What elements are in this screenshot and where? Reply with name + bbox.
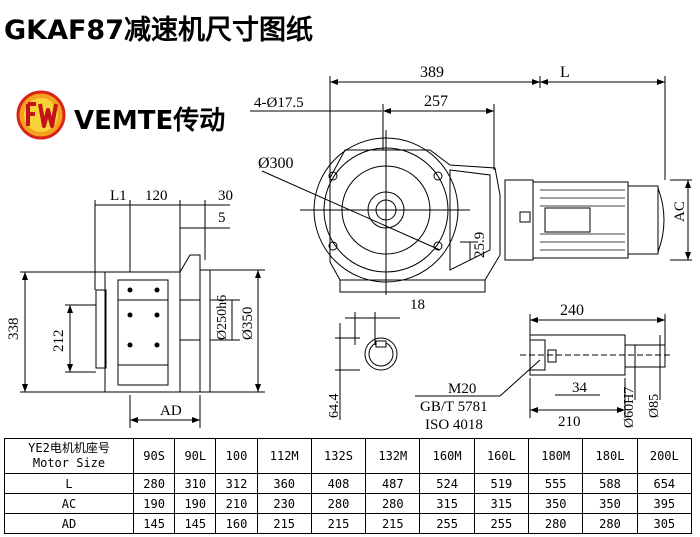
table-cell: 255 (473, 513, 530, 534)
dim-34: 34 (572, 380, 588, 396)
table-cell: 145 (132, 513, 176, 534)
dim-338: 338 (6, 318, 22, 341)
table-header-cell: 100 (215, 438, 258, 474)
table-header-cell: 132S (310, 438, 367, 474)
dim-ac: AC (672, 201, 688, 222)
table-header-cell: 180M (528, 438, 584, 474)
table-cell: 305 (636, 513, 693, 534)
table-cell: 280 (582, 513, 638, 534)
vemte-emblem-icon (16, 90, 66, 140)
table-header-cell: 200L (636, 438, 693, 474)
dim-240: 240 (560, 302, 584, 319)
dim-210: 210 (558, 414, 581, 430)
table-cell: 215 (256, 513, 312, 534)
table-cell: 230 (256, 493, 312, 514)
dim-motor-l: L (560, 64, 570, 81)
dim-389: 389 (420, 64, 444, 81)
dim-350: Ø350 (240, 307, 256, 340)
table-row: L 280 310 312 360 408 487 524 519 555 58… (4, 473, 693, 494)
table-header-cell: 90L (174, 438, 217, 474)
row-label: L (4, 473, 134, 494)
table-cell: 360 (256, 473, 312, 494)
table-header-cell: 112M (256, 438, 312, 474)
table-cell: 160 (215, 513, 258, 534)
table-cell: 487 (365, 473, 421, 494)
table-header-cell: 180L (582, 438, 638, 474)
table-cell: 524 (419, 473, 475, 494)
table-row: AC 190 190 210 230 280 280 315 315 350 3… (4, 493, 693, 514)
table-cell: 280 (132, 473, 176, 494)
row-label: AC (4, 493, 134, 514)
table-cell: 215 (310, 513, 367, 534)
table-cell: 190 (174, 493, 217, 514)
table-cell: 555 (528, 473, 584, 494)
dim-212: 212 (51, 330, 67, 353)
dim-5: 5 (218, 210, 226, 226)
motor-size-table: YE2电机机座号 Motor Size 90S 90L 100 112M 132… (4, 438, 693, 534)
table-cell: 395 (636, 493, 693, 514)
standard-iso: ISO 4018 (425, 417, 483, 433)
table-header-row: YE2电机机座号 Motor Size 90S 90L 100 112M 132… (4, 438, 693, 474)
table-cell: 255 (419, 513, 475, 534)
dim-flange-dia: Ø300 (258, 155, 294, 172)
dim-key-width: 18 (410, 297, 425, 313)
table-cell: 210 (215, 493, 258, 514)
table-header-cell: 160M (419, 438, 475, 474)
table-header-cell: 132M (365, 438, 421, 474)
dim-l1: L1 (110, 188, 127, 204)
header-label-cn: YE2电机机座号 (28, 441, 110, 455)
table-header-cell: 160L (473, 438, 530, 474)
table-cell: 145 (174, 513, 217, 534)
brand-logo: VEMTE传动 (16, 90, 256, 140)
dim-64-4: 64.4 (327, 394, 342, 419)
table-header-label: YE2电机机座号 Motor Size (4, 438, 134, 474)
table-cell: 310 (174, 473, 217, 494)
row-label: AD (4, 513, 134, 534)
table-row: AD 145 145 160 215 215 215 255 255 280 2… (4, 513, 693, 534)
table-cell: 190 (132, 493, 176, 514)
table-cell: 312 (215, 473, 258, 494)
dim-85: Ø85 (647, 394, 662, 418)
table-cell: 588 (582, 473, 638, 494)
thread-m20: M20 (448, 381, 476, 397)
table-cell: 350 (582, 493, 638, 514)
table-cell: 315 (419, 493, 475, 514)
table-cell: 280 (528, 513, 584, 534)
header-label-en: Motor Size (32, 456, 106, 470)
dim-flange-holes: 4-Ø17.5 (254, 95, 304, 111)
table-header-cell: 90S (132, 438, 176, 474)
table-cell: 280 (310, 493, 367, 514)
dim-257: 257 (424, 93, 448, 110)
dim-shaft-dia: Ø60H7 (622, 387, 637, 428)
dim-ad: AD (160, 403, 182, 419)
standard-gbt: GB/T 5781 (420, 399, 488, 415)
table-cell: 519 (473, 473, 530, 494)
dim-120: 120 (145, 188, 168, 204)
table-cell: 215 (365, 513, 421, 534)
table-cell: 280 (365, 493, 421, 514)
brand-name: VEMTE传动 (74, 106, 226, 136)
dim-25-9: 25.9 (472, 232, 488, 258)
page-title: GKAF87减速机尺寸图纸 (4, 15, 313, 46)
table-cell: 315 (473, 493, 530, 514)
table-cell: 654 (636, 473, 693, 494)
gearbox-drawing: 389 L 4-Ø17.5 257 Ø300 AC 25.9 L1 120 30… (6, 64, 692, 433)
table-cell: 408 (310, 473, 367, 494)
table-cell: 350 (528, 493, 584, 514)
dim-30: 30 (218, 188, 233, 204)
dim-spigot: Ø250h6 (215, 295, 230, 340)
